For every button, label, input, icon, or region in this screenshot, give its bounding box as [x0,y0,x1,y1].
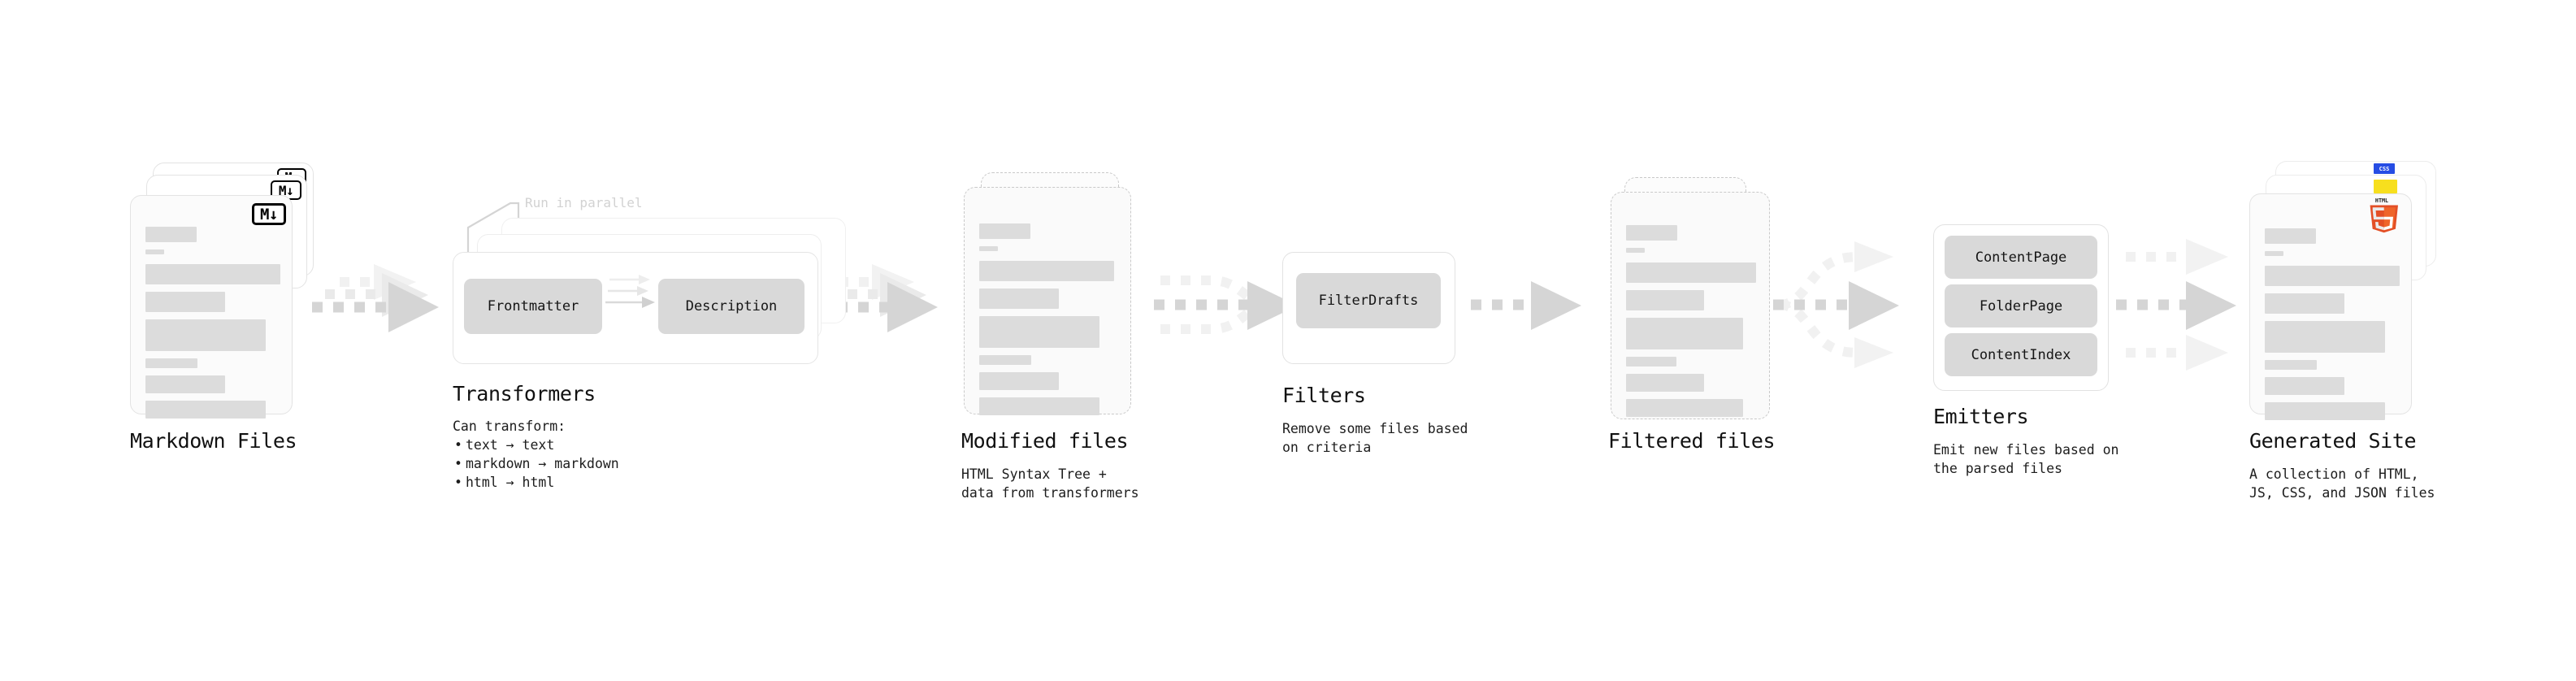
caption-markdown-files: Markdown Files [130,429,297,453]
markdown-badge-text: M↓ [260,205,278,223]
content-bar [145,227,197,242]
chip-description[interactable]: Description [658,279,804,334]
caption-emitters: Emitters [1933,405,2029,428]
caption-transformers: Transformers [453,382,596,406]
content-bar [979,316,1099,348]
content-bar [145,319,266,351]
caption-filtered-files: Filtered files [1608,429,1776,453]
site-doc-content [2265,228,2400,427]
markdown-badge-text: M↓ [278,182,294,198]
run-in-parallel-label: Run in parallel [525,195,643,210]
arrow-filtered-to-emitters [1773,241,1899,368]
content-bar [2265,266,2400,286]
content-bar [1626,318,1743,349]
arrow-modified-to-filters [1154,275,1298,334]
css-badge: CSS [2374,163,2395,174]
chip-label: Description [685,298,778,314]
chip-contentpage[interactable]: ContentPage [1945,236,2097,279]
chip-label: FolderPage [1979,297,2063,314]
content-bar [145,264,280,284]
content-bar [2265,251,2283,256]
caption-filters: Filters [1282,384,1366,407]
content-bar [2265,360,2317,370]
content-bar [979,355,1031,365]
css-badge-text: CSS [2379,165,2390,172]
content-bar [979,372,1059,390]
content-bar [2265,321,2385,353]
filtered-doc-content [1626,225,1756,424]
transform-bullet: html → html [454,473,619,492]
chip-label: FilterDrafts [1318,293,1419,309]
content-bar [145,375,225,393]
chip-frontmatter[interactable]: Frontmatter [464,279,602,334]
content-bar [1626,290,1704,310]
arrow-emitters-to-site [2116,239,2236,371]
markdown-doc-content [145,227,280,426]
content-bar [979,223,1030,239]
arrow-markdown-to-transformers [312,264,439,332]
chip-filterdrafts[interactable]: FilterDrafts [1296,273,1441,328]
caption-generated-site: Generated Site [2249,429,2417,453]
content-bar [1626,262,1756,283]
caption-modified-files: Modified files [961,429,1129,453]
content-bar [2265,402,2385,420]
arrow-filters-to-filtered [1471,281,1581,330]
js-badge [2374,180,2397,193]
subcaption-generated-site: A collection of HTML, JS, CSS, and JSON … [2249,466,2435,501]
content-bar [2265,377,2344,395]
chip-contentindex[interactable]: ContentIndex [1945,333,2097,376]
content-bar [1626,225,1677,241]
content-bar [979,246,998,251]
chip-label: ContentIndex [1971,346,2071,363]
subcaption-filters: Remove some files based on criteria [1282,421,1468,455]
content-bar [1626,374,1704,392]
chip-label: ContentPage [1975,249,2067,266]
transform-bullet: text → text [454,436,619,454]
modified-doc-content [979,223,1116,423]
content-bar [979,288,1059,309]
subcaption-emitters: Emit new files based on the parsed files [1933,442,2119,476]
content-bar [979,397,1099,415]
content-bar [145,401,266,419]
content-bar [1626,399,1743,417]
modified-doc-front [964,187,1131,415]
transformers-details: Can transform: text → text markdown → ma… [453,417,619,492]
content-bar [145,358,197,368]
content-bar [2265,293,2344,314]
content-bar [1626,248,1645,253]
html5-badge-wordmark: HTML [2375,198,2388,204]
filtered-doc-front [1611,192,1770,419]
markdown-doc-front [130,195,293,419]
subcaption-modified-files: HTML Syntax Tree + data from transformer… [961,466,1139,501]
content-bar [979,261,1114,281]
content-bar [1626,357,1676,367]
content-bar [145,292,225,312]
transform-bullet: markdown → markdown [454,454,619,473]
chip-label: Frontmatter [487,298,579,314]
markdown-badge-front: M↓ [252,203,286,225]
transformers-bullet-list: text → text markdown → markdown html → h… [453,436,619,492]
content-bar [2265,228,2316,244]
content-bar [145,249,164,254]
chip-folderpage[interactable]: FolderPage [1945,284,2097,327]
transformers-lead: Can transform: [453,419,566,434]
html5-badge: HTML [2370,198,2398,233]
